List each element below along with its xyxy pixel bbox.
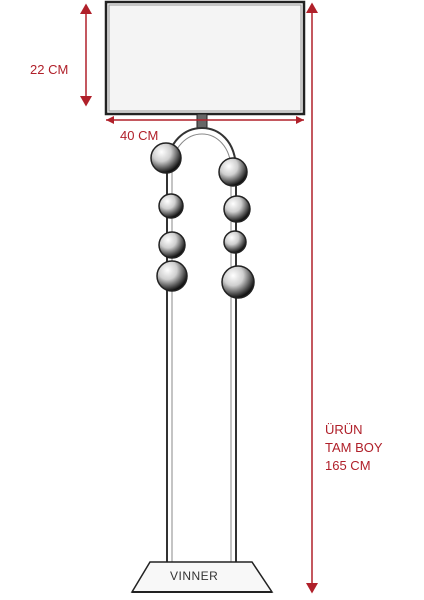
- total-height-label-line-2: TAM BOY: [325, 440, 383, 455]
- total-height-label-line-3: 165 CM: [325, 458, 371, 473]
- shade-width-dimension: [106, 116, 304, 124]
- lamp-socket: [196, 113, 208, 129]
- decorative-balls: [150, 142, 255, 299]
- shade-width-label: 40 CM: [120, 128, 159, 143]
- total-height-label-line-1: ÜRÜN: [325, 422, 363, 437]
- lamp-base: [130, 561, 274, 593]
- shade-height-label: 22 CM: [30, 62, 69, 77]
- brand-label: VINNER: [170, 569, 219, 583]
- lamp-shade: [104, 0, 306, 116]
